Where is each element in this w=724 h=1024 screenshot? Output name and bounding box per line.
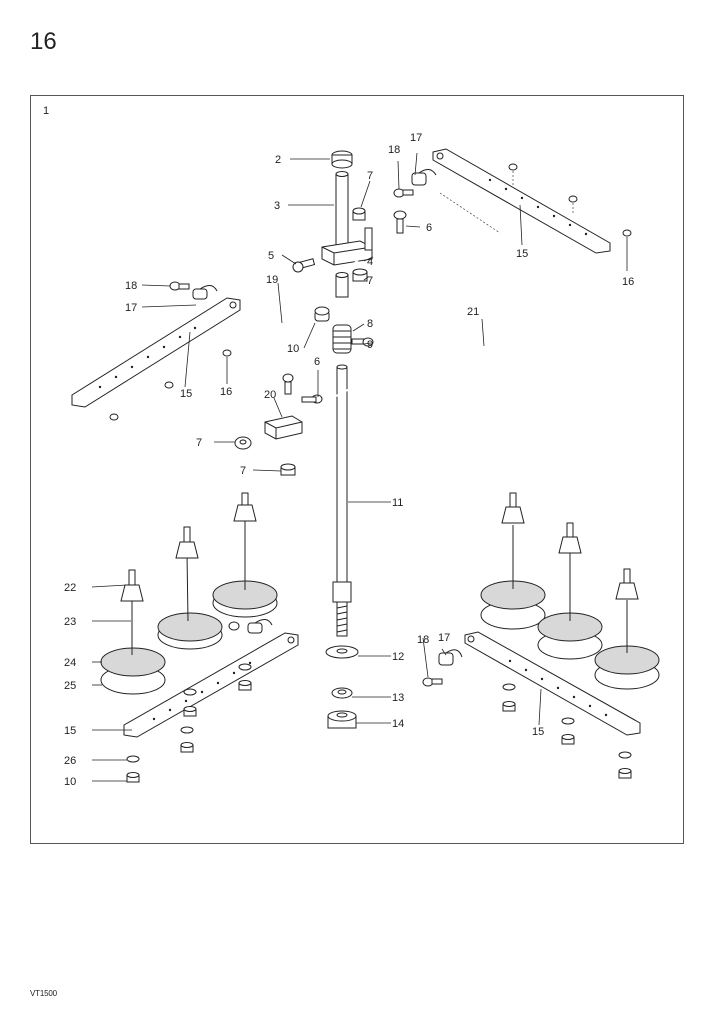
callout-12: 12	[392, 651, 404, 663]
callout-14: 14	[392, 718, 404, 730]
callout-6-top: 6	[426, 222, 432, 234]
callout-labels: 2 3 7 6 5 4 7 19 10 8 9 21 6 20 7 7 11 1…	[64, 132, 634, 788]
callout-21: 21	[467, 306, 479, 318]
callout-10-bottom: 10	[64, 776, 76, 788]
nut-part-7-bottom	[280, 463, 296, 476]
callout-15-top-left: 15	[180, 388, 192, 400]
post-tube-middle	[335, 272, 349, 298]
bracket-clip-part-17-top	[411, 169, 437, 186]
page-number: 16	[30, 28, 57, 55]
screw-part-18-left	[169, 281, 190, 291]
callout-7-top: 7	[367, 170, 373, 182]
upper-post-part-3	[335, 171, 349, 253]
post-cap-part-2	[331, 150, 353, 169]
washers-nuts-bottom-right	[502, 683, 632, 779]
rod-clamp-part-20	[264, 415, 303, 440]
figure-frame: 1	[30, 95, 684, 844]
lower-post-part-11	[332, 364, 352, 637]
callout-10-post: 10	[287, 343, 299, 355]
callout-11: 11	[392, 497, 403, 509]
callout-3: 3	[274, 200, 280, 212]
screw-part-5	[292, 258, 316, 273]
callout-17-bottom-right: 17	[438, 632, 450, 644]
spool-holder-mid-right	[537, 522, 603, 660]
callout-6-lower: 6	[314, 356, 320, 368]
screws-part-6-lower	[282, 373, 323, 404]
callout-15-bottom-left: 15	[64, 725, 76, 737]
callout-15-bottom-right: 15	[532, 726, 544, 738]
spring-part-8	[332, 324, 352, 354]
callout-22: 22	[64, 582, 76, 594]
nut-part-7-mid	[352, 268, 368, 282]
nut-part-7-top	[352, 207, 366, 221]
callout-2: 2	[275, 154, 281, 166]
exploded-parts-diagram: 2 3 7 6 5 4 7 19 10 8 9 21 6 20 7 7 11 1…	[64, 132, 660, 788]
nut-part-14	[327, 710, 357, 729]
caps-part-16-top	[508, 163, 632, 237]
guide-rod-part-21	[289, 343, 551, 421]
bracket-bar-part-15-top-left	[71, 297, 241, 408]
spool-holder-rear-left	[212, 492, 278, 618]
thread-guide-arm-part-19	[268, 259, 359, 352]
callout-18-top: 18	[388, 144, 400, 156]
figure-number: 1	[43, 105, 50, 117]
clamp-block-part-4	[321, 227, 373, 266]
callout-9: 9	[367, 339, 373, 351]
callout-24: 24	[64, 657, 76, 669]
callout-17-top: 17	[410, 132, 422, 144]
callout-19: 19	[266, 274, 278, 286]
callout-26: 26	[64, 755, 76, 767]
screw-part-18-bottom-right	[422, 677, 443, 687]
bracket-clip-part-17-bottom-right	[438, 649, 463, 666]
callout-25: 25	[64, 680, 76, 692]
callout-7-left: 7	[196, 437, 202, 449]
screw-part-6-top	[393, 210, 407, 234]
callout-4: 4	[367, 256, 373, 268]
bracket-clip-part-17-left	[192, 285, 218, 300]
callout-5: 5	[268, 250, 274, 262]
callout-7-mid: 7	[367, 275, 373, 287]
screw-part-9	[351, 337, 374, 347]
washers-nuts-bottom-left	[126, 663, 252, 783]
callout-16-left: 16	[220, 386, 232, 398]
callout-16-right: 16	[622, 276, 634, 288]
lock-washer-part-13	[331, 687, 353, 699]
callout-18-left: 18	[125, 280, 137, 292]
nut-part-7-left	[234, 436, 252, 450]
bracket-bar-part-15-top-right	[432, 148, 611, 254]
washer-part-12	[325, 645, 359, 659]
callout-15-top-right: 15	[516, 248, 528, 260]
callout-23: 23	[64, 616, 76, 628]
nut-part-10-post	[314, 306, 330, 322]
bracket-bar-part-15-bottom-right	[464, 631, 641, 736]
callout-13: 13	[392, 692, 404, 704]
bracket-bar-part-15-bottom-left	[123, 632, 299, 738]
spool-holder-front-left	[100, 569, 166, 695]
spool-holder-rear-right	[480, 492, 546, 630]
spool-holder-mid-left	[157, 526, 223, 650]
callout-8: 8	[367, 318, 373, 330]
document-code: VT1500	[30, 989, 57, 998]
screw-part-18-top	[393, 188, 414, 198]
callout-18-bottom-right: 18	[417, 634, 429, 646]
caps-part-16-left	[109, 349, 232, 421]
callout-20: 20	[264, 389, 276, 401]
leader-lines	[91, 152, 628, 782]
callout-7-bottom: 7	[240, 465, 246, 477]
callout-17-left: 17	[125, 302, 137, 314]
bracket-clip-part-17-bottom-left	[228, 619, 273, 634]
spool-holder-front-right	[594, 568, 660, 690]
